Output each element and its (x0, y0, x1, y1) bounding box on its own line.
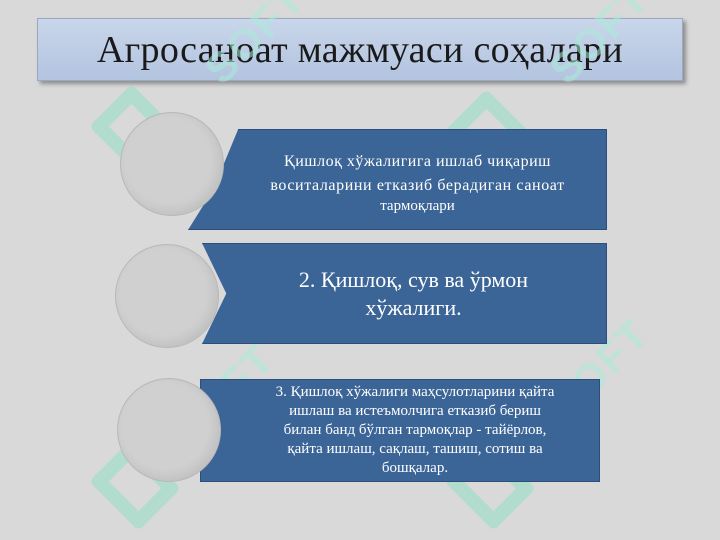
sector-2-line-1: 2. Қишлоқ, сув ва ўрмон (298, 266, 529, 292)
sector-1-line-1: Қишлоқ хўжалигига ишлаб чиқариш (284, 152, 551, 170)
page-title: Агросаноат мажмуаси соҳалари (96, 28, 624, 71)
sector-text-3: 3. Қишлоқ хўжалиги маҳсулотларини қайта … (276, 383, 555, 478)
sector-box-1: Қишлоқ хўжалигига ишлаб чиқариш воситала… (188, 129, 607, 230)
bullet-circle-3 (117, 378, 221, 482)
sector-3-line-2: ишлаш ва истеъмолчига етказиб бериш (289, 403, 541, 419)
sector-3-line-4: қайта ишлаш, сақлаш, ташиш, сотиш ва (287, 441, 543, 457)
sector-text-2: 2. Қишлоқ, сув ва ўрмон хўжалиги. (299, 266, 528, 322)
sector-2-line-2: хўжалиги. (365, 294, 462, 320)
sector-3-line-5: бошқалар. (381, 460, 449, 476)
sector-text-1: Қишлоқ хўжалигига ишлаб чиқариш воситала… (270, 146, 564, 214)
bullet-circle-2 (115, 244, 219, 348)
title-bar: Агросаноат мажмуаси соҳалари (37, 18, 683, 81)
sector-1-line-3: тармоқлари (380, 197, 455, 214)
sector-3-line-1: 3. Қишлоқ хўжалиги маҳсулотларини қайта (275, 384, 555, 400)
bullet-circle-1 (120, 112, 224, 216)
sector-3-line-3: билан банд бўлган тармоқлар - тайёрлов, (283, 422, 547, 438)
sector-1-line-2: воситаларини етказиб берадиган саноат (270, 176, 565, 194)
sector-box-2: 2. Қишлоқ, сув ва ўрмон хўжалиги. (202, 243, 607, 344)
sector-box-3: 3. Қишлоқ хўжалиги маҳсулотларини қайта … (200, 379, 600, 482)
